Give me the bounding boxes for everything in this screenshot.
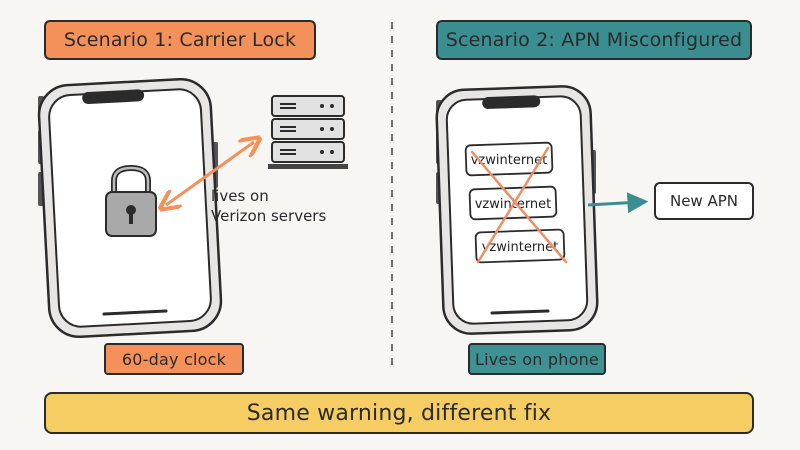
caption-60-day-clock: 60-day clock [104, 343, 244, 375]
apn-entry: vzwinternet [474, 228, 566, 264]
lock-icon [105, 164, 157, 237]
footer-banner: Same warning, different fix [44, 392, 754, 434]
server-icon [268, 95, 348, 169]
double-arrow-icon [166, 142, 254, 205]
scenario-2-title: Scenario 2: APN Misconfigured [436, 20, 752, 60]
arrow-right-icon [587, 192, 649, 214]
scenario-1-title: Scenario 1: Carrier Lock [44, 20, 316, 60]
caption-lives-on-phone: Lives on phone [468, 343, 606, 375]
svg-text:vzwinternet: vzwinternet [482, 240, 559, 255]
new-apn-box: New APN [654, 182, 754, 220]
svg-text:vzwinternet: vzwinternet [471, 153, 548, 168]
server-label: lives on Verizon servers [211, 186, 326, 226]
server-label-line-1: lives on [211, 187, 269, 205]
apn-entry: vzwinternet [464, 141, 554, 177]
cross-out-mark [470, 146, 568, 264]
server-label-line-2: Verizon servers [211, 207, 327, 225]
